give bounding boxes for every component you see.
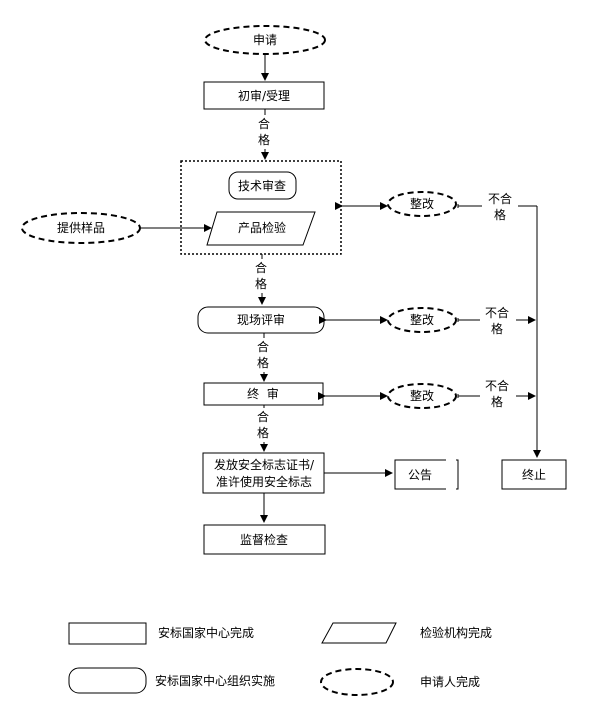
- fail-label-bg-2: [480, 305, 516, 337]
- fail-label-3b: 格: [491, 394, 503, 409]
- tech-review-label: 技术审查: [238, 178, 286, 193]
- pass-label-4a: 合: [257, 409, 269, 424]
- legend-dashed-ellipse-symbol: [320, 668, 394, 696]
- pass-label-bg-3: [253, 338, 273, 372]
- initial-review-node: [203, 81, 325, 110]
- fail-label-1a: 不合: [488, 191, 512, 206]
- tech-review-group: [180, 160, 342, 255]
- rectify-label-1: 整改: [410, 196, 434, 211]
- supervision-label: 监督检查: [240, 532, 288, 547]
- initial-review-label: 初审/受理: [238, 88, 290, 103]
- pass-label-3a: 合: [257, 339, 269, 354]
- issue-cert-label-2: 准许使用安全标志: [216, 474, 312, 489]
- pass-label-4b: 格: [257, 425, 269, 440]
- announcement-edge-mask: [446, 458, 456, 491]
- legend-rect-label: 安标国家中心完成: [158, 625, 254, 640]
- pass-label-3b: 格: [257, 355, 269, 370]
- pass-label-1b: 格: [258, 132, 270, 147]
- rectify-node-1: [387, 191, 457, 217]
- pass-label-bg-4: [253, 408, 273, 442]
- product-test-label: 产品检验: [238, 220, 286, 235]
- terminate-label: 终止: [522, 467, 546, 482]
- legend-rounded-symbol: [68, 667, 147, 694]
- pass-label-2b: 格: [255, 276, 267, 291]
- supervision-node: [203, 524, 326, 555]
- pass-label-bg-1: [254, 115, 274, 149]
- pass-label-2a: 合: [255, 260, 267, 275]
- pass-label-bg-2: [251, 259, 271, 293]
- fail-label-3a: 不合: [485, 378, 509, 393]
- provide-samples-label: 提供样品: [57, 220, 105, 235]
- fail-label-2a: 不合: [485, 305, 509, 320]
- product-test-node: [206, 211, 316, 246]
- fail-label-bg-3: [480, 378, 516, 410]
- issue-cert-label-1: 发放安全标志证书/: [214, 457, 315, 472]
- legend-dashed-ellipse-label: 申请人完成: [420, 674, 480, 689]
- pass-label-1a: 合: [258, 116, 270, 131]
- fail-label-bg-1: [482, 191, 518, 223]
- final-review-label: 终 审: [247, 386, 279, 401]
- announcement-label: 公告: [408, 468, 432, 482]
- rectify-label-2: 整改: [410, 312, 434, 327]
- terminate-node: [501, 459, 567, 490]
- legend-parallelogram-label: 检验机构完成: [420, 625, 492, 640]
- fail-label-2b: 格: [491, 321, 503, 336]
- onsite-review-label: 现场评审: [237, 312, 285, 327]
- tech-review-node: [228, 171, 297, 200]
- rectify-node-3: [387, 383, 457, 409]
- rectify-label-3: 整改: [410, 388, 434, 403]
- rectify-node-2: [387, 307, 457, 333]
- legend-rect-symbol: [68, 622, 147, 645]
- legend-parallelogram-symbol: [321, 622, 397, 644]
- fail-label-1b: 格: [494, 207, 506, 222]
- apply-label: 申请: [253, 33, 277, 47]
- legend-rounded-label: 安标国家中心组织实施: [155, 673, 275, 688]
